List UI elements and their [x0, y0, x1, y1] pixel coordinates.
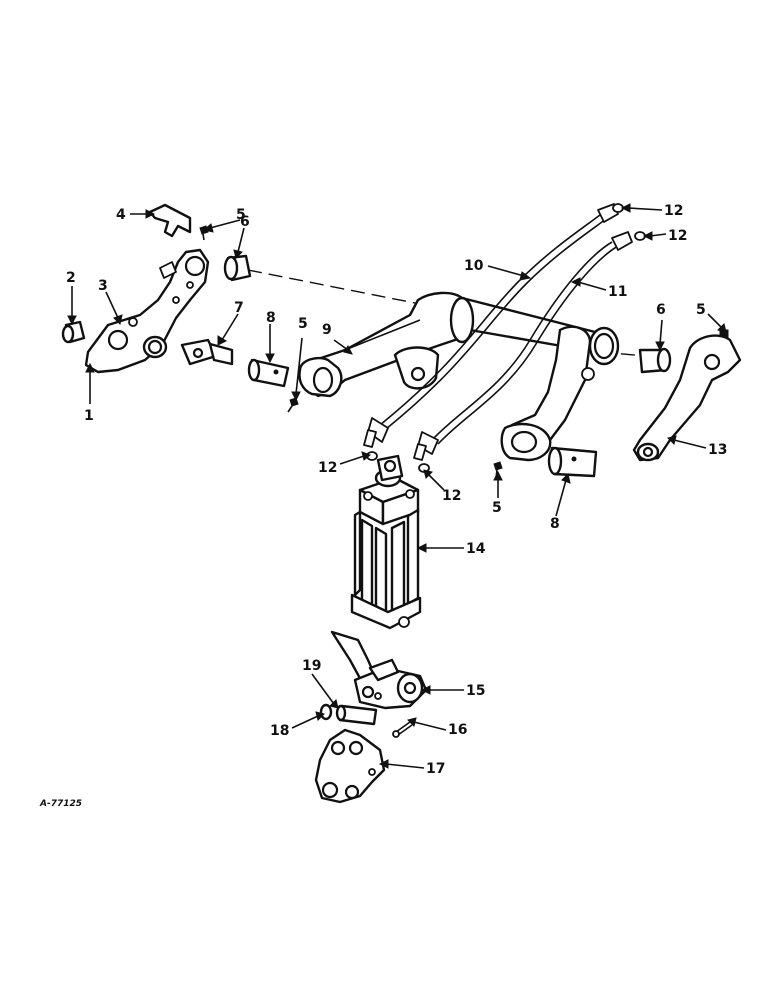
callout-8-b: 8 — [550, 516, 560, 532]
callout-12-c: 12 — [318, 460, 337, 476]
leader-lines — [67, 203, 727, 769]
callout-10: 10 — [464, 258, 484, 274]
part-6-bushing-right — [638, 347, 672, 374]
part-11-hose — [413, 231, 633, 461]
part-8-bushing-left — [247, 358, 290, 388]
callout-18: 18 — [270, 723, 289, 739]
callout-5-d: 5 — [696, 302, 706, 318]
callout-13: 13 — [708, 442, 727, 458]
part-15-bracket — [330, 630, 428, 710]
callout-7: 7 — [234, 300, 244, 316]
part-7-pin — [180, 338, 234, 366]
right-lift-arm — [500, 325, 595, 462]
callout-9: 9 — [322, 322, 332, 338]
part-6-bushing-left — [223, 254, 252, 282]
drawing-reference-number: A-77125 — [39, 799, 82, 809]
part-3-bracket — [84, 248, 210, 374]
callout-6-b: 6 — [656, 302, 666, 318]
callout-17: 17 — [426, 761, 445, 777]
callout-12-a: 12 — [664, 203, 683, 219]
callout-6-a: 6 — [240, 214, 250, 230]
part-13-arm — [632, 334, 742, 462]
callout-15: 15 — [466, 683, 485, 699]
callout-2: 2 — [66, 270, 76, 286]
shaft-alignment-line — [247, 269, 426, 306]
part-2-bushing — [61, 320, 86, 344]
callout-12-d: 12 — [442, 488, 461, 504]
part-8-bushing-right — [547, 446, 598, 478]
callout-19: 19 — [302, 658, 321, 674]
part-16-cotter-pin — [392, 721, 413, 738]
callout-1: 1 — [84, 408, 94, 424]
callout-11: 11 — [608, 284, 627, 300]
part-4-lock-plate — [148, 203, 192, 238]
callout-4: 4 — [116, 207, 126, 223]
callout-labels: 1 2 3 4 5 6 7 8 5 9 10 11 12 12 6 5 13 1… — [39, 203, 727, 809]
callout-14: 14 — [466, 541, 486, 557]
callout-5-a: 5 — [236, 207, 246, 223]
part-9-rockshaft — [298, 291, 620, 398]
callout-12-b: 12 — [668, 228, 687, 244]
callout-16: 16 — [448, 722, 467, 738]
part-18-clip — [319, 703, 333, 721]
callout-5-c: 5 — [492, 500, 502, 516]
callout-5-b: 5 — [298, 316, 308, 332]
part-19-pin — [335, 704, 378, 726]
callout-8-a: 8 — [266, 310, 276, 326]
part-14-hydraulic-cylinder — [350, 454, 422, 630]
callout-3: 3 — [98, 278, 108, 294]
part-17-anchor-bracket — [314, 728, 386, 804]
